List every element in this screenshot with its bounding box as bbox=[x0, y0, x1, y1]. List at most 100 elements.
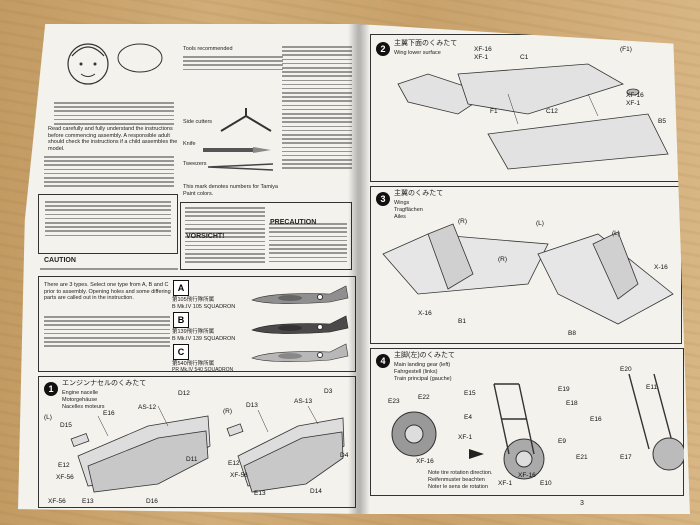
part-e17: E17 bbox=[620, 454, 632, 461]
aircraft-profile-b bbox=[251, 315, 349, 334]
right-page-number: 3 bbox=[580, 500, 584, 507]
part-xf1-c: XF-1 bbox=[458, 434, 473, 441]
side-cutters-icon bbox=[220, 108, 272, 132]
step-2-title-en: Wing lower surface bbox=[394, 50, 441, 56]
step-1-title-de: Motorgehäuse bbox=[62, 397, 98, 403]
left-page: Read carefully and fully understand the … bbox=[18, 24, 358, 514]
tools-heading: Tools recommended bbox=[183, 46, 233, 52]
part-e22: E22 bbox=[418, 394, 430, 401]
speech-bubble bbox=[117, 43, 163, 73]
part-b1: B1 bbox=[458, 318, 466, 325]
tire-note-de: Reifenmuster beachten bbox=[428, 477, 485, 483]
part-d11: D11 bbox=[186, 456, 198, 463]
step-1-title-fr: Nacelles moteurs bbox=[62, 404, 105, 410]
precaution-heading: PRECAUTION bbox=[270, 219, 317, 226]
step-4-title-jp: 主脚(左)のくみたて bbox=[394, 352, 455, 359]
part-e20: E20 bbox=[620, 366, 632, 373]
step-3-title-fr: Ailes bbox=[394, 214, 406, 220]
variant-selection-box bbox=[38, 276, 356, 372]
part-as13: AS-13 bbox=[294, 398, 313, 405]
part-e9: E9 bbox=[558, 438, 566, 445]
part-xf1-a: XF-1 bbox=[474, 54, 489, 61]
step-2-title-jp: 主翼下面のくみたて bbox=[394, 40, 458, 47]
tire-center-icon bbox=[503, 438, 545, 480]
part-e12-right: E12 bbox=[228, 460, 240, 467]
part-e21: E21 bbox=[576, 454, 588, 461]
wings-assembly-drawing bbox=[382, 223, 674, 325]
pilot-illustration bbox=[67, 43, 109, 85]
step-1-side-right: (R) bbox=[223, 408, 233, 415]
part-d4: D4 bbox=[340, 452, 349, 459]
variant-b-marker: B bbox=[173, 312, 189, 328]
part-l-1: (L) bbox=[536, 220, 544, 227]
part-e15: E15 bbox=[464, 390, 476, 397]
part-xf1-b: XF-1 bbox=[626, 100, 641, 107]
step-3-number: 3 bbox=[376, 192, 390, 206]
left-page-number: 2 bbox=[190, 512, 194, 514]
tire-note-en: Note tire rotation direction. bbox=[428, 470, 493, 476]
tool-cutters: Side cutters bbox=[183, 119, 213, 125]
part-x16-b: X-16 bbox=[654, 264, 668, 271]
part-f1-paren: (F1) bbox=[620, 46, 632, 53]
part-c1: C1 bbox=[520, 54, 529, 61]
part-e18: E18 bbox=[566, 400, 578, 407]
step-4-title-de: Fahrgestell (links) bbox=[394, 369, 438, 375]
part-e13-right: E13 bbox=[254, 490, 266, 497]
step-1-box bbox=[38, 376, 356, 508]
booklet-fold bbox=[348, 24, 370, 514]
variant-c-marker: C bbox=[173, 344, 189, 360]
part-e10: E10 bbox=[540, 480, 552, 487]
variants-multilang-text bbox=[44, 316, 170, 350]
step-1-side-left: (L) bbox=[44, 414, 52, 421]
aircraft-profile-a bbox=[251, 285, 349, 304]
part-e12-left: E12 bbox=[58, 462, 70, 469]
part-xf56-right: XF-56 bbox=[230, 472, 248, 479]
part-f1: F1 bbox=[490, 108, 498, 115]
right-page: 2 主翼下面のくみたて Wing lower surface XF-16 XF-… bbox=[358, 24, 690, 514]
part-e13-left: E13 bbox=[82, 498, 94, 505]
vorsicht-heading: VORSICHT! bbox=[186, 233, 225, 240]
knife-icon bbox=[203, 147, 271, 153]
paint-note: This mark denotes numbers for Tamiya Pai… bbox=[183, 184, 278, 197]
tool-tweezers: Tweezers bbox=[183, 161, 207, 167]
part-e11: E11 bbox=[646, 384, 658, 391]
variant-c-code: 第540飛行隊所属 bbox=[172, 361, 215, 367]
german-intro-text bbox=[44, 156, 174, 190]
part-l-2: (L) bbox=[612, 230, 620, 237]
part-as12: AS-12 bbox=[138, 404, 157, 411]
landing-gear-drawing bbox=[391, 373, 684, 480]
step-1-title-en: Engine nacelle bbox=[62, 390, 99, 396]
part-r-2: (R) bbox=[498, 256, 508, 263]
aircraft-profile-c bbox=[251, 343, 349, 362]
intro-text: Read carefully and fully understand the … bbox=[48, 126, 178, 152]
tweezers-icon bbox=[208, 163, 274, 171]
caution-box bbox=[38, 194, 178, 254]
variant-c-unit: PR Mk.IV 540 SQUADRON bbox=[172, 367, 234, 373]
tool-knife: Knife bbox=[183, 141, 196, 147]
part-d12: D12 bbox=[178, 390, 190, 397]
part-d3: D3 bbox=[324, 388, 333, 395]
variant-b-code: 第139飛行隊所属 bbox=[172, 329, 215, 335]
part-xf16-c: XF-16 bbox=[416, 458, 434, 465]
caution-heading: CAUTION bbox=[44, 257, 76, 264]
variants-intro: There are 3 types. Select one type from … bbox=[44, 282, 171, 301]
part-x16-a: X-16 bbox=[418, 310, 432, 317]
variant-a-code: 第105飛行隊所属 bbox=[172, 297, 215, 303]
part-d16: D16 bbox=[146, 498, 158, 505]
part-b8: B8 bbox=[568, 330, 576, 337]
tire-left-icon bbox=[391, 411, 437, 457]
part-e16: E16 bbox=[590, 416, 602, 423]
japanese-intro-text bbox=[54, 102, 174, 127]
part-xf16-b: XF-16 bbox=[626, 92, 644, 99]
variant-a-unit: B Mk.IV 105 SQUADRON bbox=[172, 304, 236, 310]
step-4-box bbox=[370, 348, 684, 496]
step-3-title-jp: 主翼のくみたて bbox=[394, 190, 444, 197]
part-e4: E4 bbox=[464, 414, 472, 421]
paint-color-table bbox=[282, 46, 352, 172]
variant-a-marker: A bbox=[173, 280, 189, 296]
step-1-title-jp: エンジンナセルのくみたて bbox=[62, 380, 147, 387]
part-d14: D14 bbox=[310, 488, 322, 495]
tools-text bbox=[183, 56, 283, 73]
part-xf16-a: XF-16 bbox=[474, 46, 492, 53]
wing-lower-drawing bbox=[397, 63, 669, 170]
